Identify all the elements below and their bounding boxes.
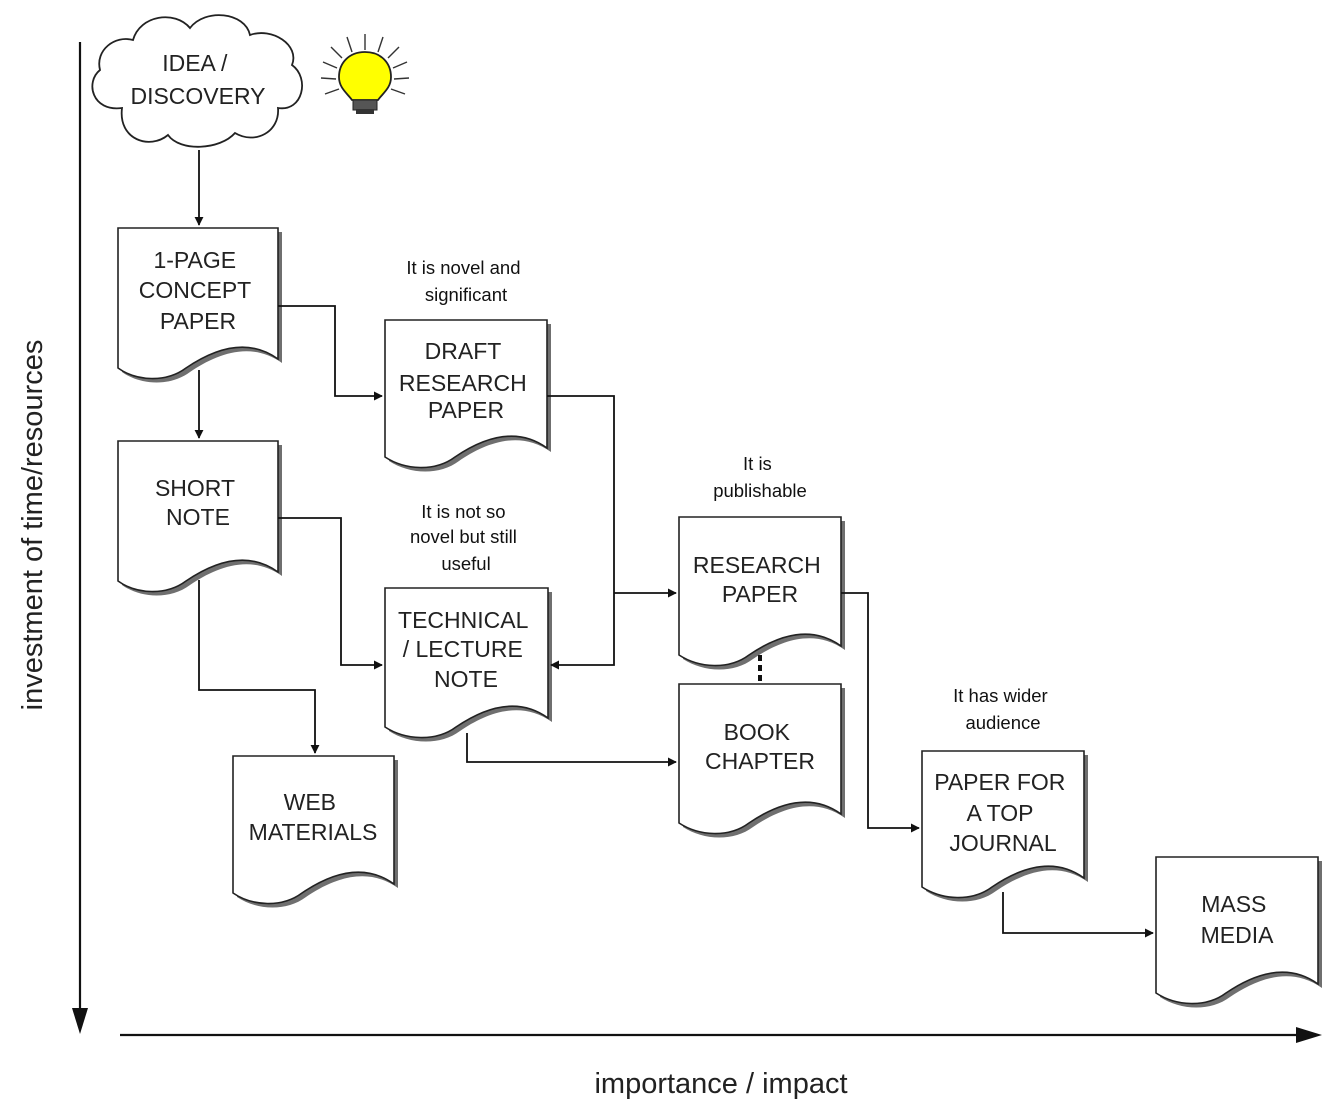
draft-research-paper-text: DRAFT RESEARCH PAPER bbox=[399, 338, 533, 423]
top-journal-paper-text: PAPER FOR A TOP JOURNAL bbox=[934, 769, 1072, 856]
mass-media-doc bbox=[1155, 856, 1322, 1008]
vertical-axis-label: investment of time/resources bbox=[17, 340, 49, 711]
research-condition-note: It is publishable bbox=[713, 453, 807, 501]
book-chapter-text: BOOK CHAPTER bbox=[705, 719, 815, 774]
idea-discovery-cloud: IDEA / DISCOVERY bbox=[91, 14, 303, 148]
web-materials-text: WEB MATERIALS bbox=[249, 789, 378, 845]
draft-condition-note: It is novel and significant bbox=[406, 257, 525, 305]
horizontal-axis-label: importance / impact bbox=[594, 1068, 847, 1100]
idea-text: IDEA / DISCOVERY bbox=[130, 50, 265, 109]
connectors bbox=[194, 150, 1154, 938]
horizontal-axis-arrowhead bbox=[1296, 1027, 1322, 1043]
research-paper-text: RESEARCH PAPER bbox=[693, 552, 827, 607]
draft-research-paper-doc bbox=[384, 319, 551, 472]
short-note-doc bbox=[117, 440, 282, 596]
edge-short-note-to-technical bbox=[278, 517, 383, 670]
concept-paper-text: 1-PAGE CONCEPT PAPER bbox=[139, 247, 257, 334]
light-bulb-icon bbox=[320, 34, 410, 114]
research-paper-doc bbox=[678, 516, 845, 670]
journal-condition-note: It has wider audience bbox=[953, 685, 1053, 733]
web-materials-doc bbox=[232, 755, 398, 908]
top-journal-paper-doc bbox=[921, 750, 1088, 902]
short-note-text: SHORT NOTE bbox=[155, 475, 241, 530]
edge-research-to-journal bbox=[841, 592, 920, 833]
edge-concept-to-draft bbox=[278, 305, 383, 401]
technical-condition-note: It is not so novel but still useful bbox=[410, 501, 522, 574]
vertical-axis-arrowhead bbox=[72, 1008, 88, 1034]
edge-short-note-to-web bbox=[198, 580, 320, 754]
technical-lecture-note-text: TECHNICAL / LECTURE NOTE bbox=[398, 607, 534, 692]
mass-media-text: MASS MEDIA bbox=[1201, 891, 1275, 948]
technical-lecture-note-doc bbox=[384, 587, 552, 742]
edge-technical-to-book bbox=[466, 733, 677, 767]
book-chapter-doc bbox=[678, 683, 845, 838]
edge-journal-to-media bbox=[1002, 892, 1154, 938]
concept-paper-doc bbox=[117, 227, 282, 383]
edge-draft-to-technical bbox=[547, 395, 615, 670]
